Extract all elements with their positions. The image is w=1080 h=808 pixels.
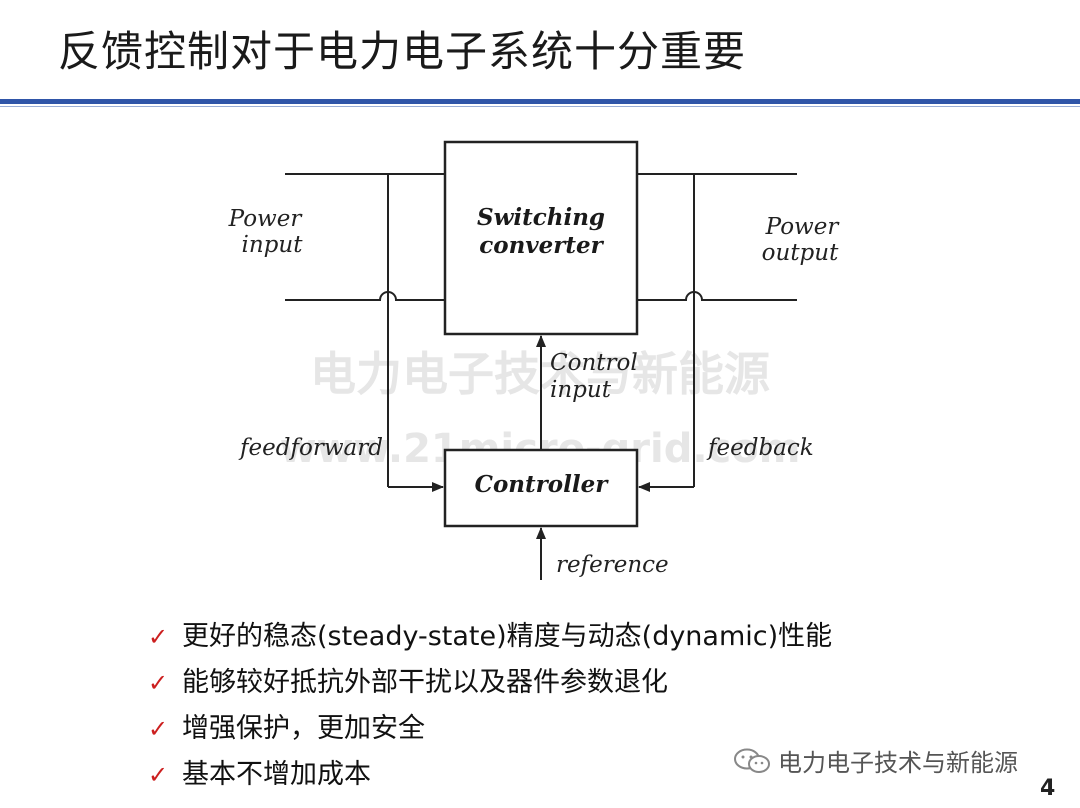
feedforward-label: feedforward — [238, 435, 383, 461]
control-input-label-1: Control — [550, 350, 638, 376]
brand-footer: 电力电子技术与新能源 — [732, 743, 1018, 778]
list-item-text: 更好的稳态(steady-state)精度与动态(dynamic)性能 — [182, 621, 833, 652]
controller-block — [443, 448, 639, 528]
power-output-label-1: Power — [765, 214, 841, 240]
feedback-label: feedback — [706, 435, 814, 461]
converter-label-2: converter — [479, 232, 604, 259]
list-item-text: 增强保护，更加安全 — [182, 713, 425, 744]
control-input-label-2: input — [550, 377, 612, 403]
list-item: ✓ 增强保护，更加安全 — [148, 706, 832, 752]
list-item: ✓ 更好的稳态(steady-state)精度与动态(dynamic)性能 — [148, 614, 832, 660]
check-icon: ✓ — [148, 761, 169, 789]
wechat-icon — [734, 748, 770, 773]
slide-title: 反馈控制对于电力电子系统十分重要 — [58, 27, 747, 76]
page-number: 4 — [1040, 776, 1056, 801]
power-output-label-2: output — [762, 240, 839, 266]
switching-converter-block — [443, 140, 639, 336]
title-divider-thin — [0, 106, 1080, 107]
check-icon: ✓ — [148, 669, 169, 697]
brand-name: 电力电子技术与新能源 — [778, 749, 1018, 777]
title-divider — [0, 99, 1080, 104]
power-input-label-1: Power — [228, 206, 304, 232]
power-input-label-2: input — [242, 232, 304, 258]
reference-label: reference — [556, 552, 669, 578]
benefit-list: ✓ 更好的稳态(steady-state)精度与动态(dynamic)性能 ✓ 能够… — [148, 614, 832, 798]
feedback-path — [638, 174, 695, 492]
feedforward-path — [387, 174, 444, 492]
list-item-text: 基本不增加成本 — [182, 759, 371, 790]
check-icon: ✓ — [148, 623, 169, 651]
list-item-text: 能够较好抵抗外部干扰以及器件参数退化 — [182, 667, 668, 698]
controller-label: Controller — [475, 471, 610, 498]
list-item: ✓ 基本不增加成本 — [148, 752, 832, 798]
converter-label-1: Switching — [477, 204, 605, 231]
check-icon: ✓ — [148, 715, 169, 743]
list-item: ✓ 能够较好抵抗外部干扰以及器件参数退化 — [148, 660, 832, 706]
